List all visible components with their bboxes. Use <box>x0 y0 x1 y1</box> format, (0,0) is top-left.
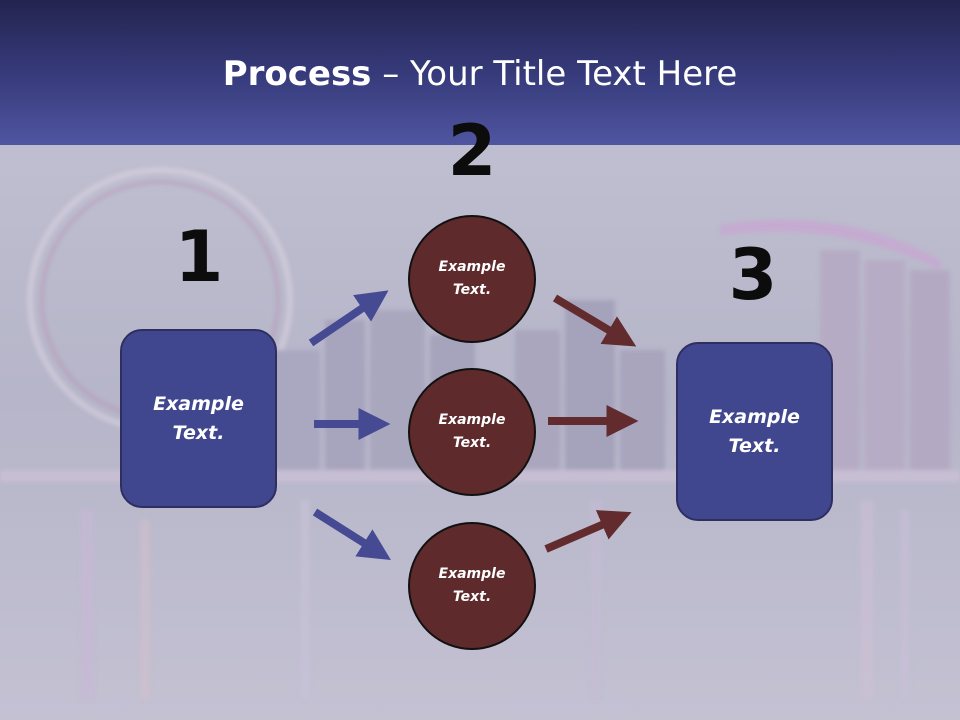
arrow-2-bottom-to-3 <box>544 510 632 553</box>
header-band <box>0 0 960 145</box>
arrow-1-to-2-top <box>308 290 389 347</box>
step-1-text: Example Text. <box>153 392 244 444</box>
step-3-box: Example Text. <box>676 342 833 521</box>
step-3-text: Example Text. <box>709 405 800 457</box>
step-number-3: 3 <box>728 234 778 316</box>
title-bold: Process <box>222 54 372 94</box>
step-2-circle-top-text: Example Text. <box>438 259 506 298</box>
step-2-circle-top: Example Text. <box>408 215 536 343</box>
step-1-box: Example Text. <box>120 329 277 508</box>
step-2-circle-middle-text: Example Text. <box>438 412 506 451</box>
step-2-circle-middle: Example Text. <box>408 368 536 496</box>
step-number-1: 1 <box>174 216 224 298</box>
step-2-circle-bottom-text: Example Text. <box>438 566 506 605</box>
step-number-2: 2 <box>447 110 497 192</box>
step-2-circle-bottom: Example Text. <box>408 522 536 650</box>
arrow-2-top-to-3 <box>552 294 637 347</box>
slide-title: Process – Your Title Text Here <box>0 52 960 96</box>
arrow-1-to-2-bottom <box>312 508 391 560</box>
title-rest: – Your Title Text Here <box>371 54 738 94</box>
